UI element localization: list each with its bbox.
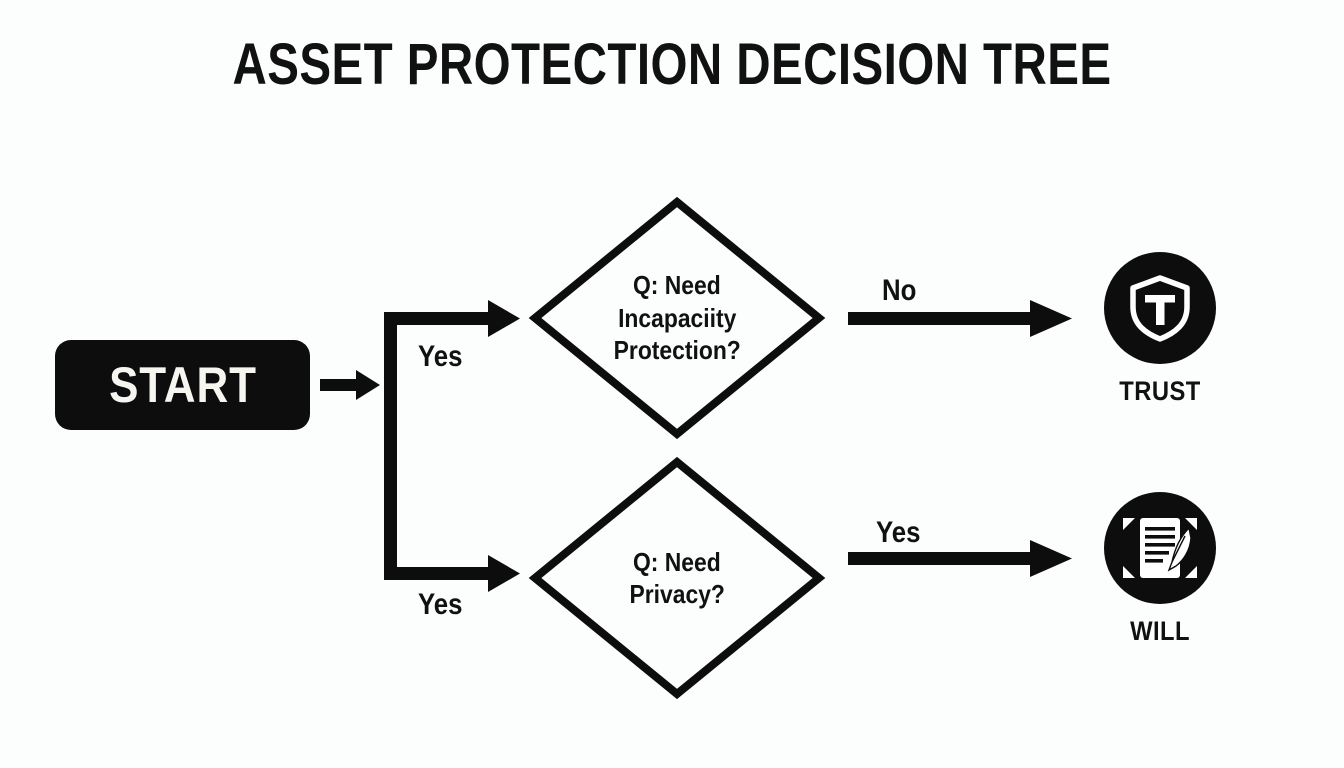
outcome-icon-badge: [1104, 252, 1216, 364]
outcome-icon-badge: [1104, 492, 1216, 604]
decision-line-3: Protection?: [613, 335, 741, 366]
decision-line-2: Privacy?: [629, 579, 725, 609]
decision-node-text: Q: Need Privacy?: [527, 454, 827, 702]
outcome-label-will: WILL: [1130, 616, 1190, 646]
decision-node-incapacity[interactable]: Q: Need Incapaciity Protection?: [527, 194, 827, 442]
edge-label-yes-top: Yes: [418, 340, 463, 373]
decision-line-2: Incapaciity: [617, 302, 737, 333]
page-title: ASSET PROTECTION DECISION TREE: [232, 32, 1112, 97]
decision-node-privacy[interactable]: Q: Need Privacy?: [527, 454, 827, 702]
decision-line-1: Q: Need: [633, 270, 721, 301]
decision-line-1: Q: Need: [633, 546, 721, 577]
edge-start-to-q1: [384, 300, 520, 337]
outcome-node-will[interactable]: WILL: [1080, 492, 1240, 645]
edge-start-to-trunk: [320, 370, 380, 400]
edge-label-no-right: No: [882, 274, 917, 307]
diamond-shape: [528, 456, 826, 700]
edge-label-yes-bottom: Yes: [418, 588, 463, 621]
edge-label-yes-right: Yes: [876, 516, 921, 549]
decision-node-text: Q: Need Incapaciity Protection?: [527, 194, 827, 442]
outcome-label-trust: TRUST: [1119, 376, 1201, 406]
edge-start-to-q2: [384, 555, 520, 592]
start-node[interactable]: START: [55, 340, 310, 430]
document-quill-icon: [1123, 518, 1197, 578]
edge-trunk-vertical: [384, 312, 397, 580]
shield-t-icon: [1130, 275, 1190, 342]
diamond-shape: [528, 196, 826, 440]
outcome-node-trust[interactable]: TRUST: [1080, 252, 1240, 405]
start-node-label: START: [108, 357, 257, 413]
